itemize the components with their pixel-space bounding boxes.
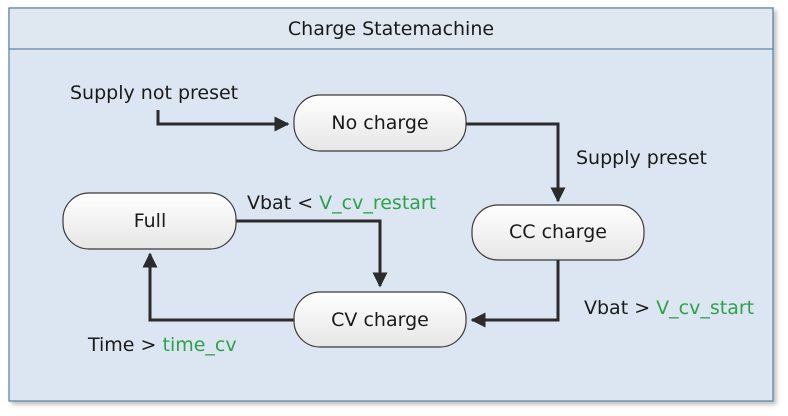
label-full-to-cv-prefix: Vbat < <box>247 192 319 214</box>
label-cc-to-cv: Vbat > V_cv_start <box>584 297 754 319</box>
label-cc-to-cv-prefix: Vbat > <box>584 297 656 319</box>
arrow-no-to-cc <box>466 122 566 203</box>
arrow-full-to-cv <box>236 219 388 288</box>
label-cv-to-full-variable: time_cv <box>163 334 237 356</box>
title-bar <box>8 7 774 50</box>
state-full: Full <box>62 192 237 250</box>
state-cc-charge-label: CC charge <box>509 221 607 243</box>
label-no-to-cc: Supply preset <box>576 147 707 169</box>
label-cv-to-full: Time > time_cv <box>87 334 237 356</box>
state-full-label: Full <box>134 210 167 232</box>
state-no-charge-label: No charge <box>331 112 428 134</box>
arrow-cv-to-full <box>142 252 294 322</box>
label-cc-to-cv-variable: V_cv_start <box>656 297 754 319</box>
state-cv-charge: CV charge <box>293 291 467 348</box>
diagram-title: Charge Statemachine <box>288 18 494 40</box>
state-cc-charge: CC charge <box>471 204 645 261</box>
label-full-to-cv-variable: V_cv_restart <box>319 192 436 214</box>
arrow-cc-to-cv <box>470 259 560 328</box>
initial-arrow <box>156 110 290 132</box>
state-cv-charge-label: CV charge <box>331 309 429 331</box>
label-full-to-cv: Vbat < V_cv_restart <box>247 192 436 214</box>
label-initial: Supply not preset <box>70 82 238 104</box>
state-no-charge: No charge <box>293 94 467 152</box>
label-cv-to-full-prefix: Time > <box>87 334 163 356</box>
